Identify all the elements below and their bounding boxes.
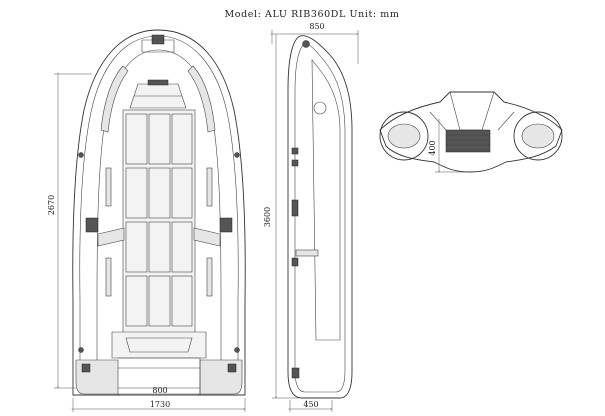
dim-front-height-label: 400: [428, 140, 437, 155]
front-view: [379, 91, 563, 173]
bow-eye: [302, 40, 310, 48]
dim-side-bottom: 450: [290, 400, 332, 412]
oarlock-right: [219, 217, 233, 233]
front-grill: [445, 129, 491, 153]
tube-left: [379, 111, 429, 161]
deck-floor: [122, 109, 196, 336]
bow-handle: [151, 34, 165, 45]
transom: [111, 331, 207, 359]
drawing-title: Model: ALU RIB360DL Unit: mm: [224, 9, 399, 20]
dim-side-length-label: 3600: [263, 207, 272, 227]
dim-side-length: 3600: [263, 36, 300, 398]
side-hull: [287, 35, 353, 399]
side-view: [287, 35, 353, 399]
tube-right: [513, 111, 563, 161]
dim-inner-width: 800: [120, 386, 200, 395]
front-hull: [379, 91, 563, 173]
top-view: [72, 29, 246, 396]
dim-total-width: 1730: [73, 398, 245, 412]
oarlock-left: [85, 217, 99, 233]
dim-total-width-label: 1730: [150, 400, 170, 409]
deck-tiles: [125, 113, 193, 327]
dim-side-bottom-label: 450: [303, 400, 318, 409]
dim-inner-width-label: 800: [152, 386, 167, 395]
dim-top-width: 850: [272, 22, 358, 64]
dim-length-overall: 2670: [47, 74, 92, 388]
dim-front-height: 400: [428, 120, 470, 172]
dim-top-width-label: 850: [309, 22, 324, 31]
dim-length-overall-label: 2670: [47, 195, 56, 215]
